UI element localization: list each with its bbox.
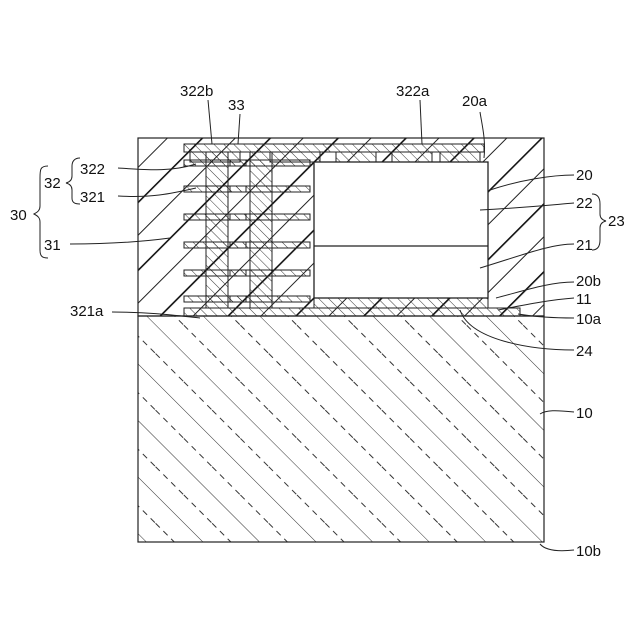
label-32: 32 bbox=[44, 175, 61, 192]
label-322: 322 bbox=[80, 161, 105, 178]
chip-20 bbox=[314, 162, 488, 298]
label-10b: 10b bbox=[576, 543, 601, 560]
label-31: 31 bbox=[44, 237, 61, 254]
label-33: 33 bbox=[228, 97, 245, 114]
label-23: 23 bbox=[608, 213, 625, 230]
label-322b: 322b bbox=[180, 83, 213, 100]
substrate-10 bbox=[138, 316, 544, 542]
label-20a: 20a bbox=[462, 93, 488, 110]
layer-33 bbox=[184, 144, 484, 152]
label-30: 30 bbox=[10, 207, 27, 224]
label-20b: 20b bbox=[576, 273, 601, 290]
label-21: 21 bbox=[576, 237, 593, 254]
label-20: 20 bbox=[576, 167, 593, 184]
label-10: 10 bbox=[576, 405, 593, 422]
label-11: 11 bbox=[576, 291, 592, 308]
terminal-24 bbox=[314, 298, 488, 308]
layer-11 bbox=[184, 308, 520, 316]
label-10a: 10a bbox=[576, 311, 602, 328]
label-22: 22 bbox=[576, 195, 593, 212]
label-24: 24 bbox=[576, 343, 593, 360]
label-321: 321 bbox=[80, 189, 105, 206]
label-322a: 322a bbox=[396, 83, 430, 100]
label-321a: 321a bbox=[70, 303, 104, 320]
